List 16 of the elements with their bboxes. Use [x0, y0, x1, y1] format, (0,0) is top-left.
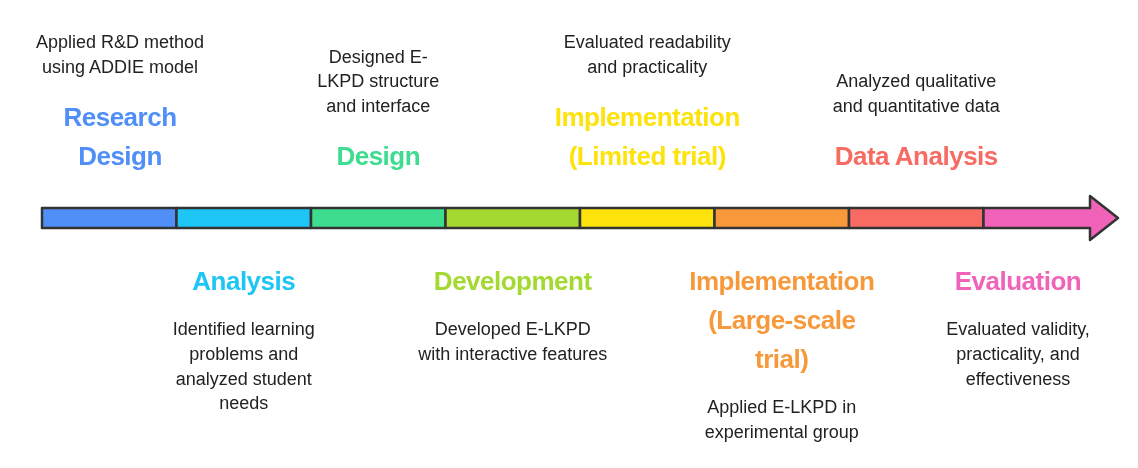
stage-description: Identified learning problems and analyzed student needs: [171, 318, 316, 416]
stage-description: Analyzed qualitative and quantitative data: [831, 70, 1001, 119]
stage-heading: Research Design: [62, 101, 178, 173]
stage-description: Applied R&D method using ADDIE model: [34, 31, 206, 80]
stage-heading: Implementation (Large-scale trial): [688, 265, 876, 376]
stage-description: Evaluated readability and practicality: [562, 31, 732, 80]
stage-heading: Design: [336, 140, 421, 173]
stage-heading: Evaluation: [954, 265, 1082, 298]
stage-heading: Data Analysis: [834, 140, 998, 173]
stage-description: Evaluated validity, practicality, and effectiveness: [945, 318, 1091, 391]
stage-heading: Analysis: [192, 265, 296, 298]
stage-heading: Development: [433, 265, 592, 298]
stage-heading: Implementation (Limited trial): [553, 101, 741, 173]
stage-description: Applied E-LKPD in experimental group: [703, 396, 860, 444]
stage-description: Developed E-LKPD with interactive features: [417, 318, 608, 366]
stage-description: Designed E-LKPD structure and interface: [316, 45, 441, 119]
